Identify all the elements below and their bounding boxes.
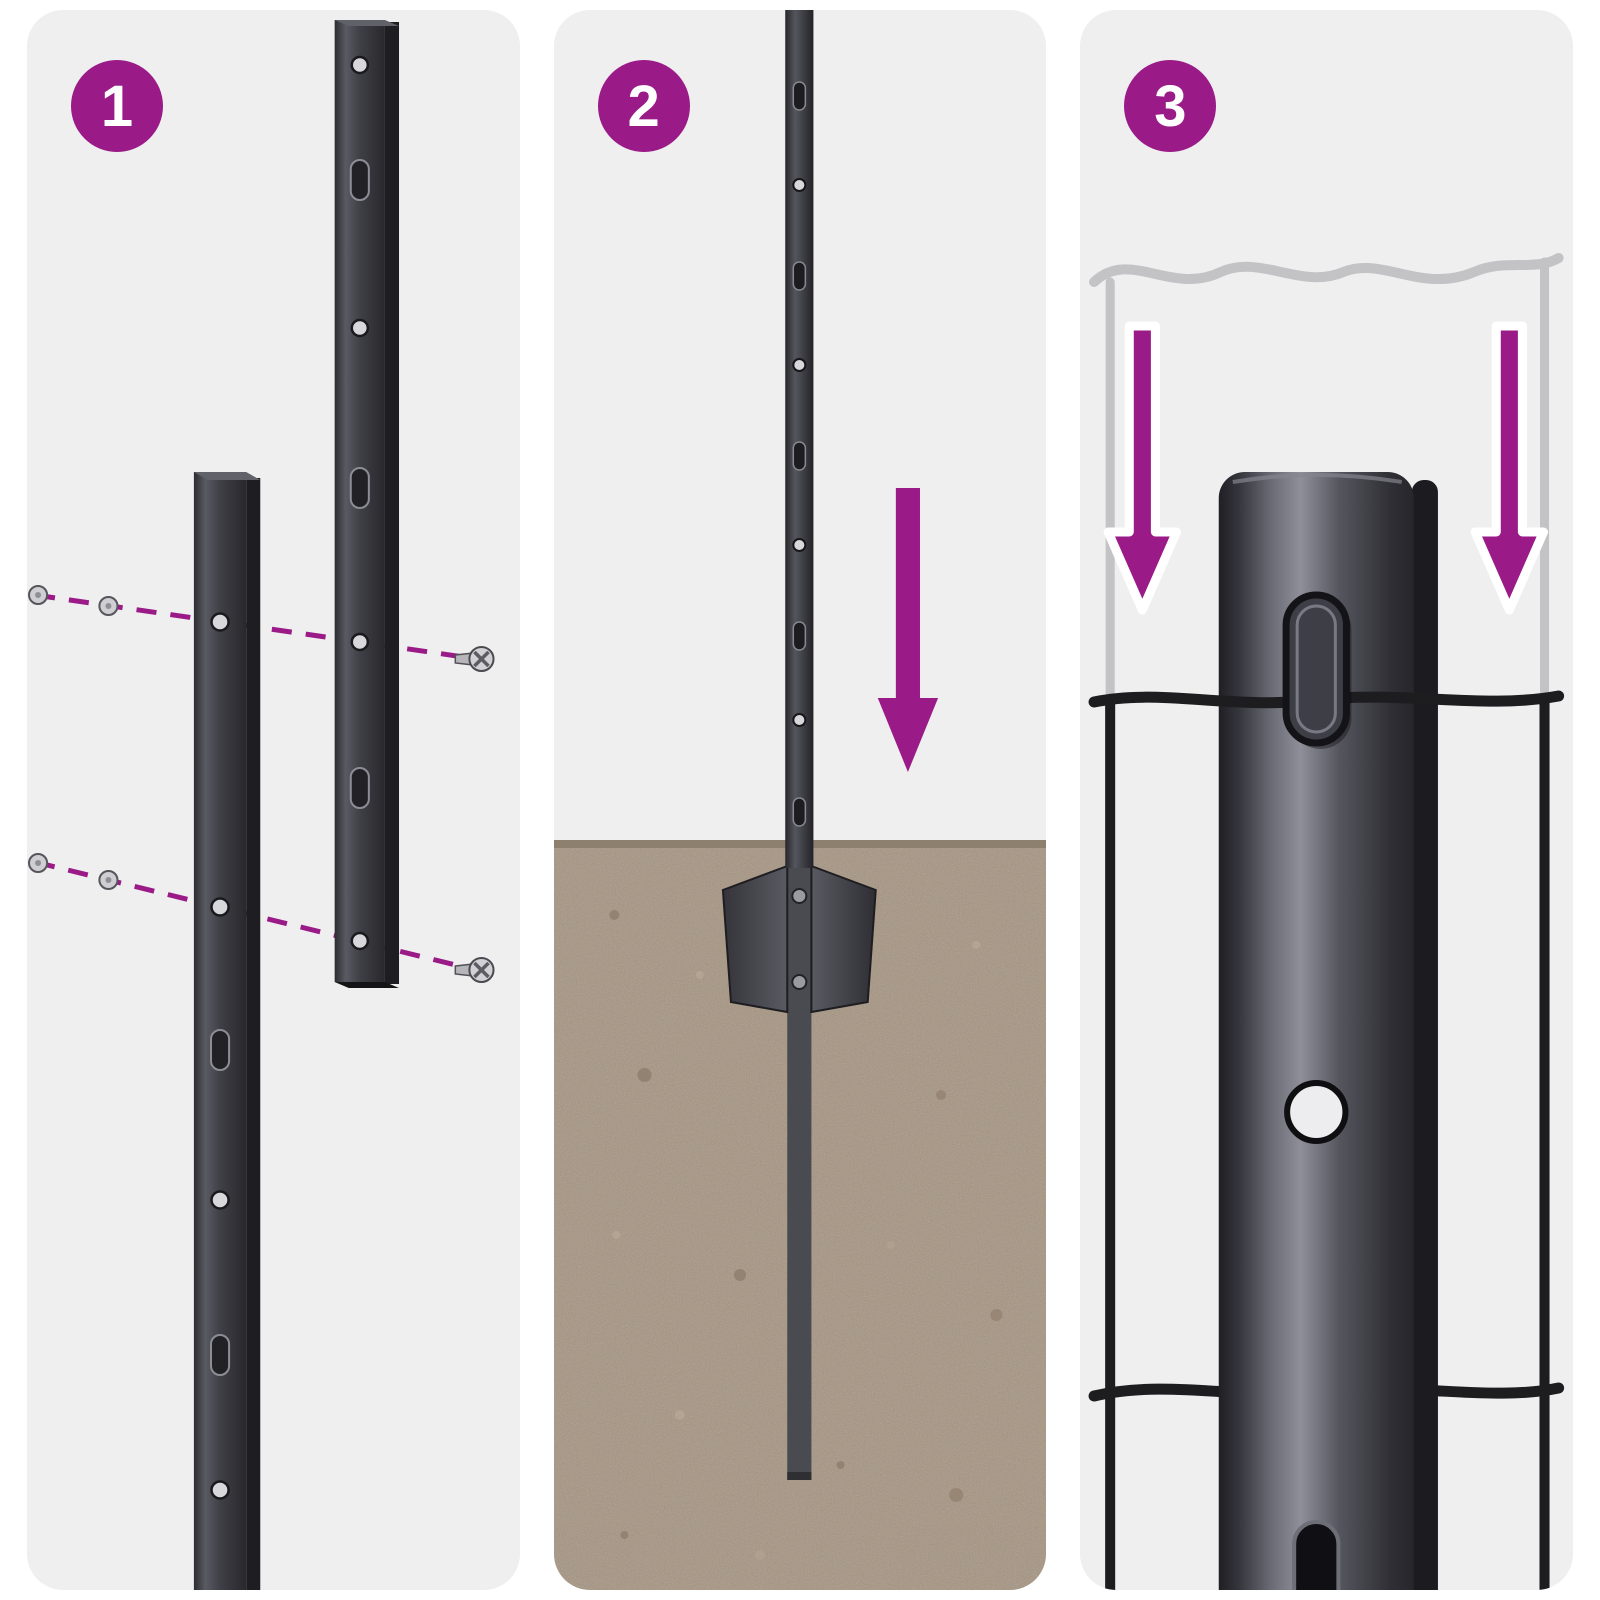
post-into-ground-diagram-icon	[553, 10, 1047, 1590]
gray-mesh-wires	[1089, 253, 1564, 703]
step-3-panel: 3	[1080, 10, 1574, 1590]
step-3-badge: 3	[1124, 60, 1217, 152]
anchor-plate	[721, 864, 877, 1014]
screw-assembly-diagram-icon	[28, 20, 495, 1590]
phillips-screw-icons	[454, 646, 495, 983]
screw-tip-icons	[28, 585, 119, 890]
upper-post	[334, 20, 400, 988]
down-arrow-icons	[1103, 321, 1549, 615]
mesh-wire-verticals	[1105, 697, 1550, 1590]
step-2-panel: 2	[553, 10, 1047, 1590]
step-1-badge: 1	[71, 60, 163, 152]
step-3-number: 3	[1154, 73, 1187, 139]
post-hook-tab	[1282, 591, 1352, 749]
down-arrow-icon	[877, 488, 938, 772]
step-2-number: 2	[627, 73, 660, 139]
post-hole	[1284, 1080, 1349, 1144]
post-bottom-slot	[1292, 1520, 1341, 1590]
mesh-attach-diagram-icon	[1088, 253, 1565, 1590]
post-above-ground	[784, 10, 814, 868]
step-2-badge: 2	[597, 60, 690, 152]
step-1-panel: 1	[27, 10, 520, 1590]
step-1-number: 1	[100, 73, 134, 139]
lower-post	[193, 472, 261, 1590]
post-closeup	[1219, 472, 1439, 1590]
post-underground-section	[786, 848, 812, 1480]
